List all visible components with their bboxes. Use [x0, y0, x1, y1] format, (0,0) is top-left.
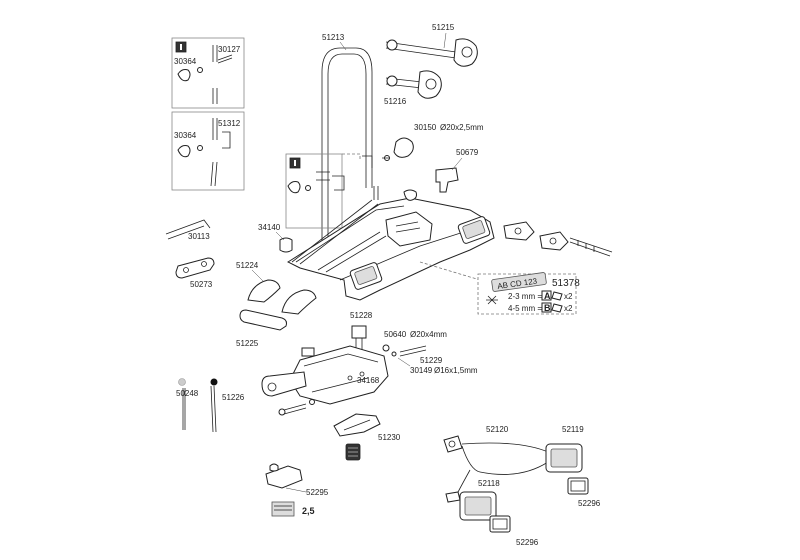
dim-30150: Ø20x2,5mm [440, 123, 484, 132]
part-34140: 34140 [258, 223, 293, 253]
part-51213-frame: 51213 [321, 33, 373, 258]
part-51225-strap: 51225 [236, 309, 287, 348]
row2-qty: x2 [564, 304, 573, 313]
part-right-clamps [503, 221, 613, 257]
inset-box-middle [285, 153, 361, 229]
label-30113: 30113 [188, 232, 210, 241]
label-51378: 51378 [552, 278, 580, 289]
part-30150-washer: 30150 Ø20x2,5mm [384, 123, 484, 161]
part-52118-lamp: 52118 [459, 479, 500, 521]
label-30364-b: 30364 [174, 131, 197, 140]
label-30150: 30150 [414, 123, 437, 132]
row2-range: 4-5 mm = [508, 304, 542, 313]
row2-letter: B [544, 303, 551, 313]
label-52120: 52120 [486, 425, 509, 434]
part-50679-clamp: 50679 [435, 148, 479, 193]
inset-box-30127: 30127 30364 [171, 37, 245, 109]
part-51215-arm: 51215 [385, 23, 478, 67]
label-34140: 34140 [258, 223, 281, 232]
label-30127: 30127 [218, 45, 241, 54]
part-50248-tie: 50248 [176, 378, 199, 430]
label-52296-b: 52296 [516, 538, 539, 547]
label-51230: 51230 [378, 433, 401, 442]
label-50248: 50248 [176, 389, 199, 398]
label-34168: 34168 [357, 376, 380, 385]
part-52120-harness: 52120 [443, 425, 549, 503]
label-50273: 50273 [190, 280, 213, 289]
part-52119-lamp: 52119 [545, 425, 584, 473]
label-51213: 51213 [322, 33, 345, 42]
part-51230-lever: 51230 [333, 413, 401, 461]
part-51228: 51228 [350, 311, 373, 350]
dim-30149: Ø16x1,5mm [434, 366, 478, 375]
inset-box-51312: 51312 30364 [171, 111, 245, 191]
torque-value: 2,5 [302, 506, 315, 516]
part-52296-lens-b: 52296 [489, 515, 539, 547]
part-52295: 52295 2,5 [265, 463, 329, 517]
part-30113-hex-key: 30113 [165, 219, 211, 241]
label-50640: 50640 [384, 330, 407, 339]
part-51224-wheel-holder: 51224 [236, 261, 317, 315]
part-51216-arm: 51216 [384, 70, 442, 106]
label-30149: 30149 [410, 366, 433, 375]
label-51225: 51225 [236, 339, 259, 348]
row1-qty: x2 [564, 292, 573, 301]
label-51215: 51215 [432, 23, 455, 32]
plate-callout-51378: 51378 AB CD 123 2-3 mm = A x2 4-5 mm = B… [419, 261, 580, 315]
part-bolt-lower [278, 399, 315, 416]
dim-50640: Ø20x4mm [410, 330, 447, 339]
row1-letter: A [544, 291, 551, 301]
label-52118: 52118 [478, 479, 500, 488]
label-51216: 51216 [384, 97, 407, 106]
part-50640-bushing: 50640 Ø20x4mm 51229 30149 Ø16x1,5mm [382, 330, 478, 375]
label-51226: 51226 [222, 393, 245, 402]
label-51224: 51224 [236, 261, 259, 270]
label-51312: 51312 [218, 119, 241, 128]
part-coupling-frame: 34168 [261, 345, 389, 405]
label-51228: 51228 [350, 311, 373, 320]
main-carrier-platform [286, 186, 495, 301]
label-50679: 50679 [456, 148, 479, 157]
label-30364-a: 30364 [174, 57, 197, 66]
label-52296-a: 52296 [578, 499, 601, 508]
label-51229: 51229 [420, 356, 443, 365]
part-50273: 50273 [175, 257, 215, 289]
label-52295: 52295 [306, 488, 329, 497]
part-51226-tie: 51226 [210, 378, 245, 433]
label-52119: 52119 [562, 425, 584, 434]
row1-range: 2-3 mm = [508, 292, 542, 301]
part-52296-lens-a: 52296 [567, 477, 601, 508]
